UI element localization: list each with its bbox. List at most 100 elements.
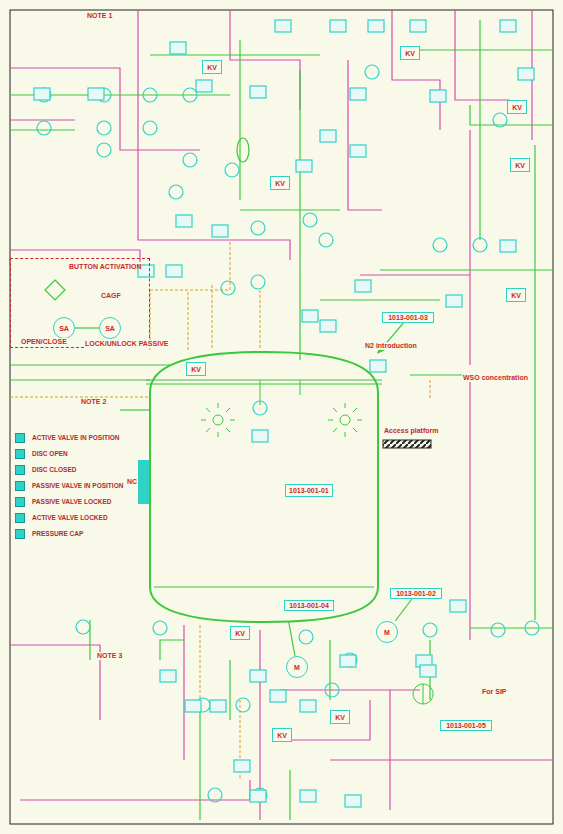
note-label: For SIP bbox=[481, 688, 508, 696]
node-text: KV bbox=[235, 630, 245, 637]
legend-text: DISC OPEN bbox=[32, 450, 68, 457]
note-label: NOTE 3 bbox=[96, 652, 123, 660]
instrument-tag bbox=[88, 88, 104, 100]
instrument-bubble bbox=[423, 623, 437, 637]
control-region: BUTTON ACTIVATION SA SA bbox=[10, 258, 150, 348]
node-text: BUTTON ACTIVATION bbox=[69, 263, 141, 270]
node-text: KV bbox=[191, 366, 201, 373]
instrument-tag bbox=[252, 430, 268, 442]
instrument-bubble bbox=[183, 153, 197, 167]
tag-box: KV bbox=[507, 100, 527, 114]
node-text: KV bbox=[277, 732, 287, 739]
node-text: SA bbox=[59, 325, 69, 332]
note-label: Access platform bbox=[383, 427, 439, 435]
instrument-bubble bbox=[433, 238, 447, 252]
instrument-tag bbox=[370, 360, 386, 372]
instrument-tag bbox=[34, 88, 50, 100]
instrument-tag bbox=[185, 700, 201, 712]
instrument-tag bbox=[250, 790, 266, 802]
instrument-tag bbox=[518, 68, 534, 80]
tag-box: KV bbox=[510, 158, 530, 172]
instrument-bubble bbox=[299, 630, 313, 644]
tag-box: KV bbox=[202, 60, 222, 74]
instrument-bubble bbox=[253, 401, 267, 415]
instrument-bubble bbox=[251, 221, 265, 235]
instrument-bubble bbox=[208, 788, 222, 802]
instrument-tag bbox=[300, 700, 316, 712]
legend-text: ACTIVE VALVE LOCKED bbox=[32, 514, 108, 521]
tag-box: 1013-001-04 bbox=[284, 600, 334, 611]
tag-box: 1013-001-03 bbox=[382, 312, 434, 323]
vessel-outline bbox=[150, 352, 378, 622]
instrument-tag bbox=[320, 130, 336, 142]
instrument-tag bbox=[300, 790, 316, 802]
instrument-bubble bbox=[525, 621, 539, 635]
legend-swatch bbox=[15, 465, 25, 475]
instrument-tag bbox=[302, 310, 318, 322]
instrument-tag bbox=[355, 280, 371, 292]
tag-box: KV bbox=[186, 362, 206, 376]
instrument-tag bbox=[330, 20, 346, 32]
instrument-bubble bbox=[221, 281, 235, 295]
legend-swatch bbox=[15, 481, 25, 491]
note-label: NC bbox=[126, 478, 138, 486]
instrument-tag bbox=[166, 265, 182, 277]
instrument-tag bbox=[446, 295, 462, 307]
instrument-circle: SA bbox=[53, 317, 75, 339]
legend-swatch bbox=[15, 497, 25, 507]
instrument-bubble bbox=[491, 623, 505, 637]
instrument-tag bbox=[500, 240, 516, 252]
node-text: 1013-001-01 bbox=[285, 484, 333, 497]
tag-box: KV bbox=[272, 728, 292, 742]
instrument-circle: SA bbox=[99, 317, 121, 339]
instrument-bubble bbox=[153, 621, 167, 635]
instrument-tag bbox=[450, 600, 466, 612]
instrument-tag bbox=[170, 42, 186, 54]
node-text: KV bbox=[512, 104, 522, 111]
instrument-tag bbox=[368, 20, 384, 32]
note-label: N2 introduction bbox=[364, 342, 418, 350]
tag-box: KV bbox=[330, 710, 350, 724]
tag-box: 1013-001-02 bbox=[390, 588, 442, 599]
note-label: CAGF bbox=[100, 292, 122, 300]
instrument-tag bbox=[275, 20, 291, 32]
instrument-bubble bbox=[319, 233, 333, 247]
node-text: KV bbox=[207, 64, 217, 71]
instrument-tag bbox=[340, 655, 356, 667]
tag-box: KV bbox=[230, 626, 250, 640]
node-text: KV bbox=[405, 50, 415, 57]
node-text: KV bbox=[511, 292, 521, 299]
instrument-bubble bbox=[493, 113, 507, 127]
instrument-bubble bbox=[143, 88, 157, 102]
instrument-bubble bbox=[37, 121, 51, 135]
process-line bbox=[289, 622, 295, 656]
instrument-tag bbox=[210, 700, 226, 712]
legend-text: ACTIVE VALVE IN POSITION bbox=[32, 434, 120, 441]
tag-box: KV bbox=[506, 288, 526, 302]
node-text: KV bbox=[515, 162, 525, 169]
instrument-bubble bbox=[325, 683, 339, 697]
instrument-tag bbox=[234, 760, 250, 772]
instrument-tag bbox=[270, 690, 286, 702]
instrument-bubble bbox=[97, 143, 111, 157]
instrument-circle: M bbox=[376, 621, 398, 643]
vessel: 1013-001-01 1013-001-04 bbox=[150, 352, 378, 622]
legend-swatch bbox=[15, 529, 25, 539]
legend-text: DISC CLOSED bbox=[32, 466, 76, 473]
instrument-tag bbox=[345, 795, 361, 807]
process-line bbox=[75, 327, 99, 328]
instrument-tag bbox=[212, 225, 228, 237]
tag-box: KV bbox=[270, 176, 290, 190]
instrument-bubble bbox=[169, 185, 183, 199]
instrument-bubble bbox=[236, 698, 250, 712]
instrument-tag bbox=[410, 20, 426, 32]
node-text: 1013-001-04 bbox=[289, 602, 329, 609]
instrument-tag bbox=[500, 20, 516, 32]
instrument-tag bbox=[350, 88, 366, 100]
instrument-bubble bbox=[225, 163, 239, 177]
note-label: WSO concentration bbox=[462, 374, 529, 382]
legend-text: PASSIVE VALVE LOCKED bbox=[32, 498, 111, 505]
instrument-bubble bbox=[365, 65, 379, 79]
legend-swatch bbox=[15, 449, 25, 459]
